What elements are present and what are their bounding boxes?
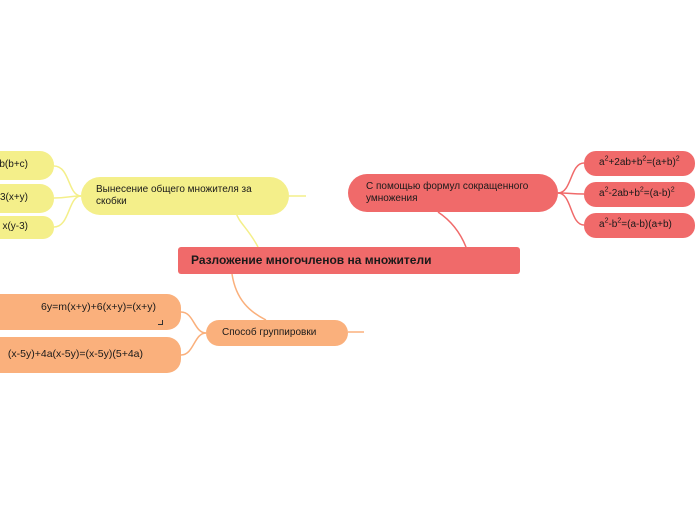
- branch-formulas[interactable]: С помощью формул сокращенного умножения: [348, 174, 558, 212]
- link-grouping-leaf-2: [180, 332, 207, 356]
- link-formulas-leaf-3: [557, 192, 585, 226]
- leaf-grouping-2-label: (x-5y)+4a(x-5y)=(x-5y)(5+4a): [7, 348, 143, 361]
- link-common-leaf-3: [53, 195, 82, 228]
- branch-common-factor-label: Вынесение общего множителя за скобки: [96, 183, 252, 208]
- leaf-common-3[interactable]: x(y-3): [0, 216, 54, 239]
- leaf-common-1[interactable]: b(b+c): [0, 151, 54, 180]
- leaf-formula-1[interactable]: a2+2ab+b2=(a+b)2: [584, 151, 695, 176]
- note-marker-icon: [158, 320, 163, 325]
- link-grouping-leaf-1: [180, 311, 207, 334]
- leaf-common-2[interactable]: 3(x+y): [0, 184, 54, 213]
- link-common-leaf-1: [53, 165, 82, 197]
- branch-grouping-label: Способ группировки: [222, 326, 317, 338]
- branch-formulas-label: С помощью формул сокращенного умножения: [366, 180, 529, 205]
- leaf-formula-1-text: a2+2ab+b2=(a+b)2: [599, 155, 680, 169]
- branch-grouping[interactable]: Способ группировки: [206, 320, 348, 346]
- root-node[interactable]: Разложение многочленов на множители: [178, 247, 520, 274]
- branch-common-factor[interactable]: Вынесение общего множителя за скобки: [81, 177, 289, 215]
- leaf-formula-2[interactable]: a2-2ab+b2=(a-b)2: [584, 182, 695, 207]
- root-label: Разложение многочленов на множители: [191, 253, 432, 267]
- leaf-formula-3-text: a2-b2=(a-b)(a+b): [599, 217, 672, 231]
- leaf-formula-3[interactable]: a2-b2=(a-b)(a+b): [584, 213, 695, 238]
- link-root-formulas: [437, 211, 467, 248]
- link-root-grouping: [231, 273, 267, 321]
- leaf-grouping-1-label: 6y=m(x+y)+6(x+y)=(x+y): [41, 301, 156, 314]
- leaf-grouping-1[interactable]: 6y=m(x+y)+6(x+y)=(x+y): [0, 294, 181, 330]
- leaf-common-2-label: 3(x+y): [0, 192, 28, 204]
- link-root-common: [235, 211, 259, 248]
- leaf-common-1-label: b(b+c): [0, 159, 28, 171]
- leaf-common-3-label: x(y-3): [2, 221, 28, 233]
- leaf-formula-2-text: a2-2ab+b2=(a-b)2: [599, 186, 675, 200]
- leaf-grouping-2[interactable]: (x-5y)+4a(x-5y)=(x-5y)(5+4a): [0, 337, 181, 373]
- link-formulas-leaf-1: [557, 162, 585, 194]
